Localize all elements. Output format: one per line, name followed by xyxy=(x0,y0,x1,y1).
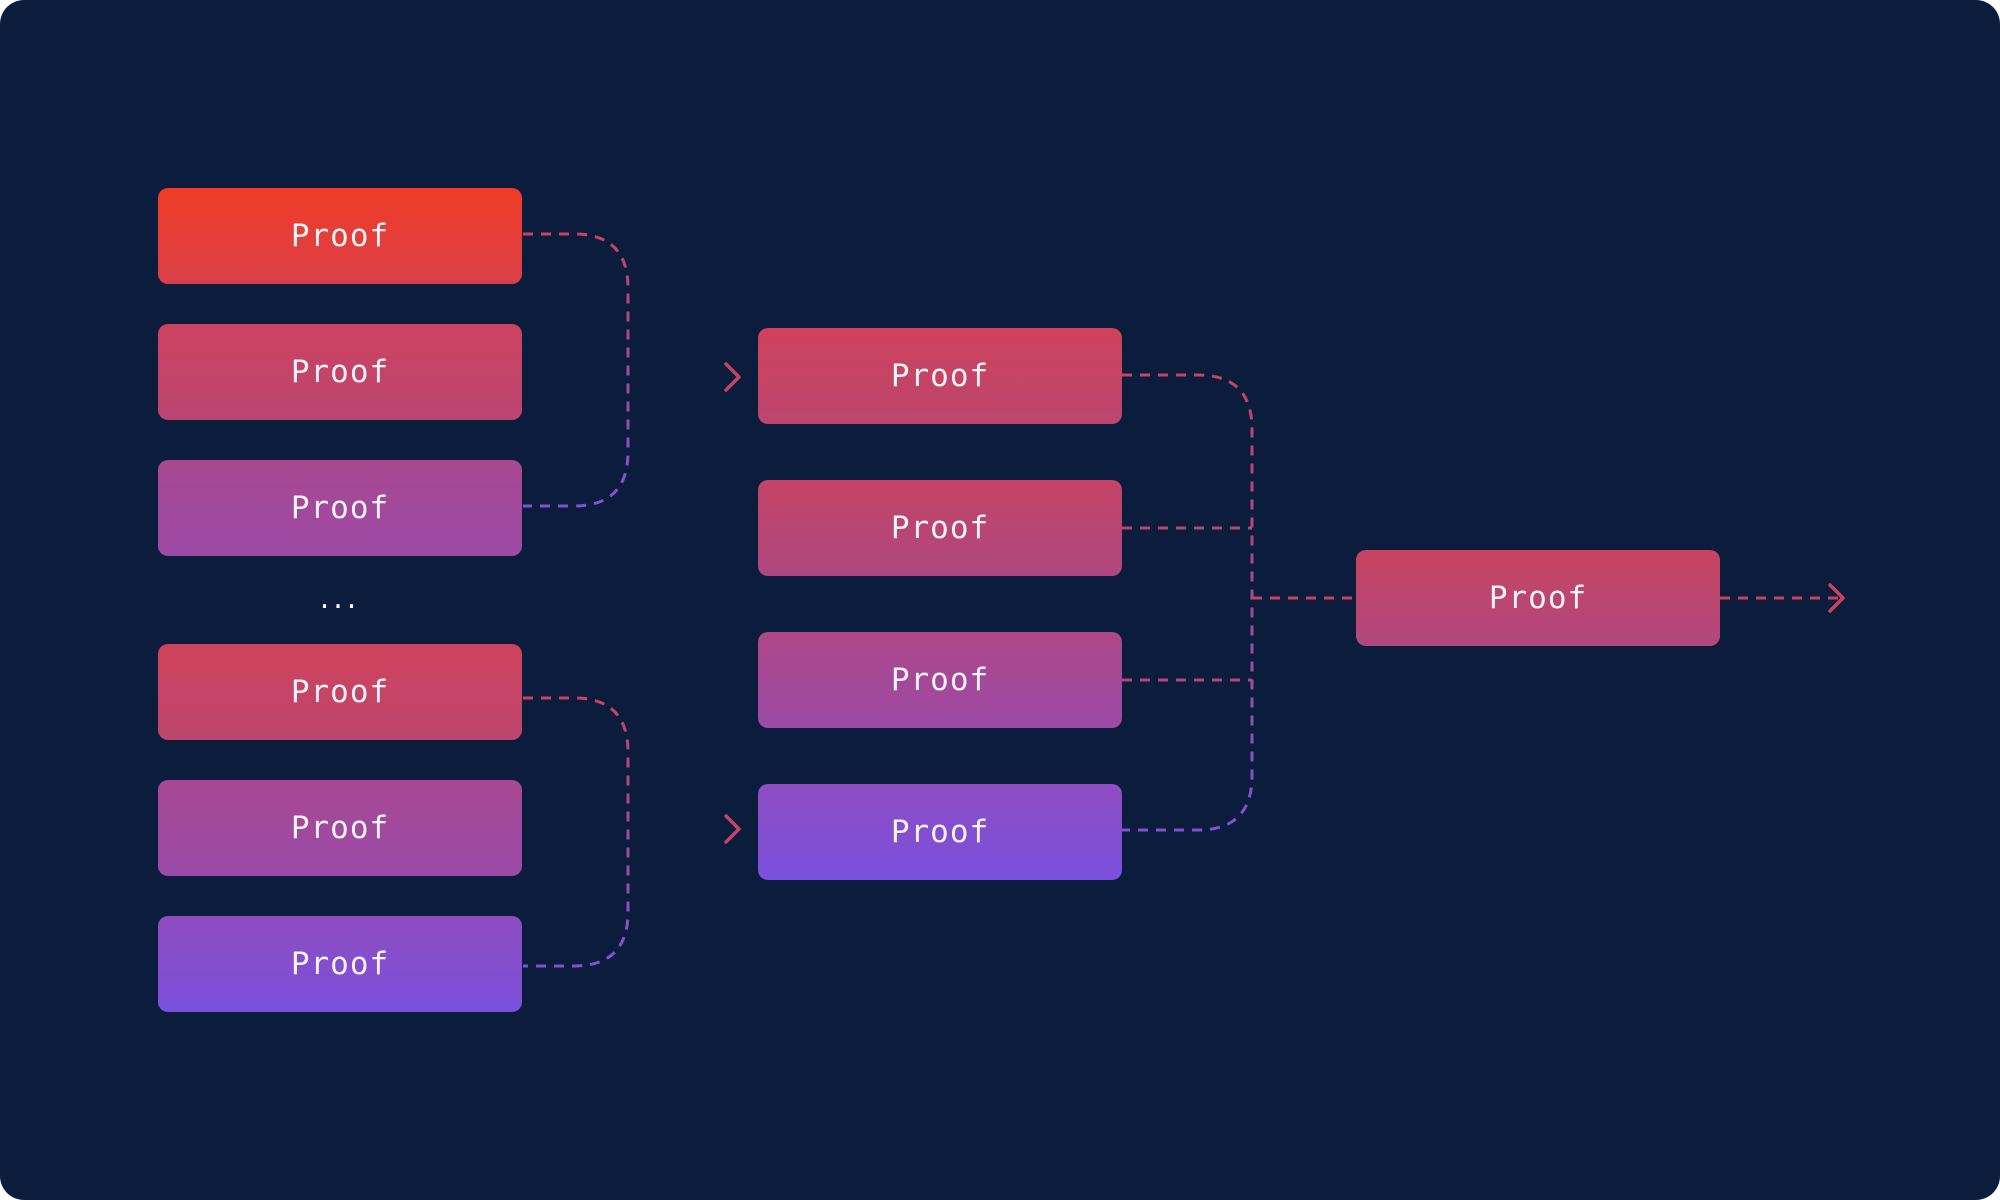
proof-box-intermediate-3: Proof xyxy=(758,632,1122,728)
arrow-head-bottom-group xyxy=(724,814,741,844)
ellipsis: ... xyxy=(319,580,361,616)
proof-box-leaf-4: Proof xyxy=(158,644,522,740)
proof-box-leaf-2: Proof xyxy=(158,324,522,420)
proof-box-leaf-3: Proof xyxy=(158,460,522,556)
proof-box-leaf-5: Proof xyxy=(158,780,522,876)
proof-box-leaf-1: Proof xyxy=(158,188,522,284)
proof-box-intermediate-4: Proof xyxy=(758,784,1122,880)
connector-bottom-group xyxy=(523,696,630,968)
connector-top-group xyxy=(523,232,630,508)
arrow-head-top-group xyxy=(724,362,741,392)
proof-box-intermediate-2: Proof xyxy=(758,480,1122,576)
arrow-head-output xyxy=(1828,583,1845,613)
proof-box-final: Proof xyxy=(1356,550,1720,646)
proof-box-leaf-6: Proof xyxy=(158,916,522,1012)
proof-box-intermediate-1: Proof xyxy=(758,328,1122,424)
connector-intermediate xyxy=(1122,373,1254,832)
